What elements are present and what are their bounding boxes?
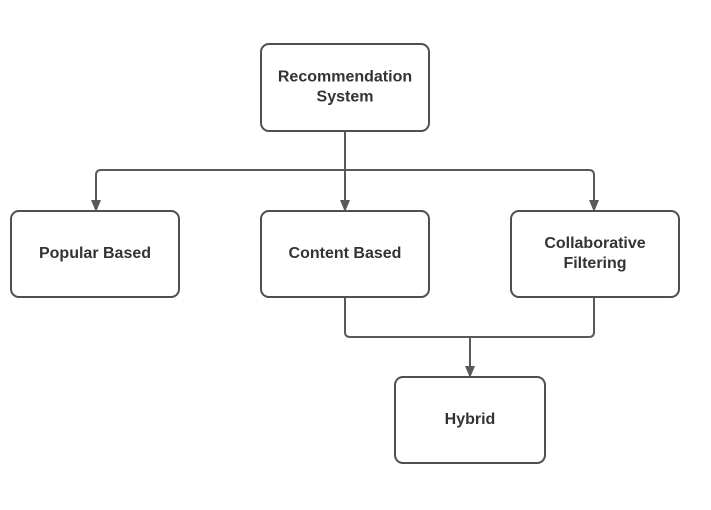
arrowhead-icon xyxy=(340,200,350,212)
node-content-based[interactable]: Content Based xyxy=(260,210,430,298)
node-label-line: Recommendation xyxy=(278,69,412,86)
arrowhead-icon xyxy=(465,366,475,378)
arrowhead-icon xyxy=(91,200,101,212)
node-label-line: System xyxy=(317,89,374,106)
node-label-line: Filtering xyxy=(563,255,626,272)
node-label: Content Based xyxy=(289,245,402,262)
node-label: Hybrid xyxy=(445,411,496,428)
node-label-line: Hybrid xyxy=(445,411,496,428)
node-popular-based[interactable]: Popular Based xyxy=(10,210,180,298)
edge-content-to-hybrid xyxy=(344,297,475,378)
edge-line xyxy=(470,297,595,338)
node-shape[interactable] xyxy=(510,210,680,298)
edge-layer xyxy=(91,131,599,378)
arrowhead-icon xyxy=(589,200,599,212)
node-label-line: Popular Based xyxy=(39,245,151,262)
node-label: Popular Based xyxy=(39,245,151,262)
node-shape[interactable] xyxy=(260,43,430,132)
node-label-line: Content Based xyxy=(289,245,402,262)
edge-line xyxy=(345,169,595,201)
edge-root-to-popular xyxy=(91,131,346,212)
node-label-line: Collaborative xyxy=(544,235,645,252)
node-shape[interactable] xyxy=(260,210,430,298)
node-shape[interactable] xyxy=(10,210,180,298)
edge-root-to-content xyxy=(340,131,350,212)
edge-line xyxy=(344,297,471,367)
edge-collaborative-to-hybrid xyxy=(470,297,595,338)
edge-root-to-collaborative xyxy=(345,169,599,212)
node-hybrid[interactable]: Hybrid xyxy=(394,376,546,464)
node-shape[interactable] xyxy=(394,376,546,464)
edge-line xyxy=(95,131,346,201)
